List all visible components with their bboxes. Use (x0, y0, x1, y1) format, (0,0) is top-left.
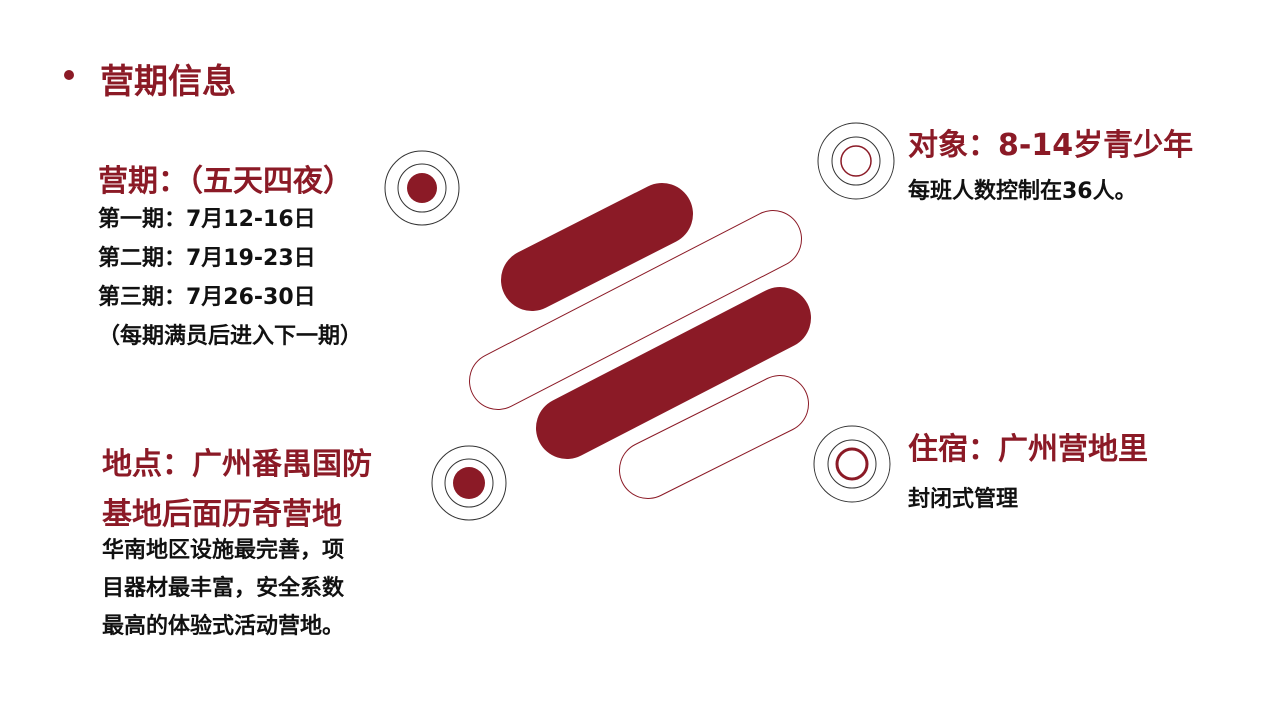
target-ring-icon-session (384, 150, 460, 226)
location-desc-line: 目器材最丰富，安全系数 (102, 576, 345, 601)
location-title-line: 基地后面历奇营地 (102, 497, 342, 532)
target-ring-icon-audience (817, 122, 895, 200)
session-line: 第一期：7月12-16日 (98, 207, 316, 232)
target-ring-icon-location (431, 445, 507, 521)
location-title: 地点：广州番禺国防 基地后面历奇营地 (102, 440, 372, 540)
page-title: 营期信息 (100, 62, 236, 102)
location-desc-line: 华南地区设施最完善，项 (102, 538, 345, 563)
location-title-line: 地点：广州番禺国防 (102, 447, 372, 482)
target-title: 对象：8-14岁青少年 (908, 128, 1194, 163)
target-ring-icon-accommodation (813, 425, 891, 503)
title-bullet-icon (64, 70, 74, 80)
session-title: 营期：（五天四夜） (98, 164, 353, 199)
accommodation-title: 住宿：广州营地里 (908, 432, 1148, 467)
session-note: （每期满员后进入下一期） (98, 324, 363, 349)
capsule-filled-middle (536, 287, 811, 459)
capsule-outline-upper (469, 210, 802, 410)
session-line: 第二期：7月19-23日 (98, 246, 316, 271)
capsule-filled-top (501, 183, 693, 311)
target-description: 每班人数控制在36人。 (908, 179, 1137, 204)
capsule-outline-lower (619, 375, 809, 499)
location-desc-line: 最高的体验式活动营地。 (102, 614, 345, 639)
location-description: 华南地区设施最完善，项 目器材最丰富，安全系数 最高的体验式活动营地。 (102, 532, 344, 646)
session-lines: 第一期：7月12-16日 第二期：7月19-23日 第三期：7月26-30日 （… (98, 200, 362, 356)
accommodation-description: 封闭式管理 (908, 487, 1019, 512)
session-line: 第三期：7月26-30日 (98, 285, 316, 310)
